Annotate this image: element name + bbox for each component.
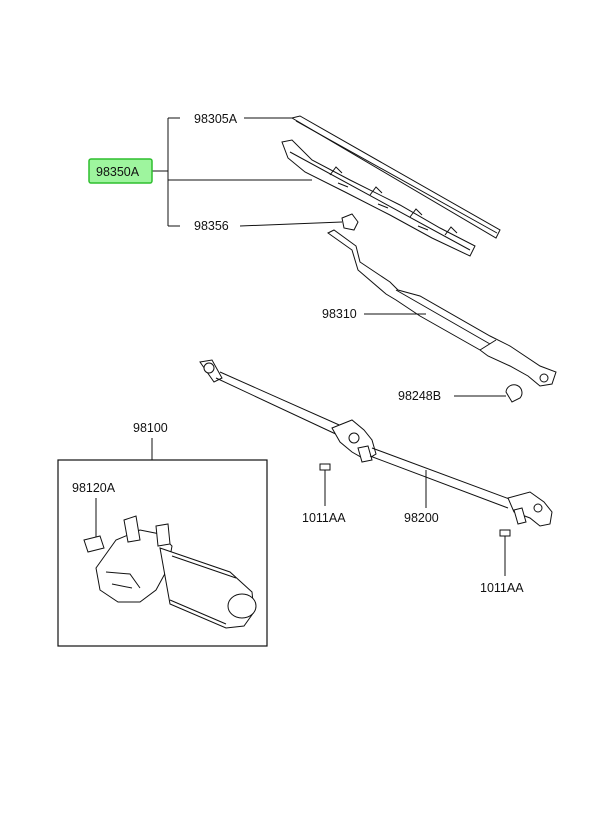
wiper-arm-part[interactable] xyxy=(327,229,557,387)
blade-clip-part[interactable] xyxy=(341,213,359,231)
blade-frame-part[interactable] xyxy=(281,139,476,257)
blade-assembly-highlight[interactable] xyxy=(88,158,153,184)
motor-assembly-callout: 98100 xyxy=(133,421,168,460)
pivot-cap-callout: 98248B xyxy=(398,389,506,403)
blade-clip-label[interactable]: 98356 xyxy=(194,219,229,233)
blade-clip-callout: 98356 xyxy=(194,219,343,233)
motor-assembly-label[interactable]: 98100 xyxy=(133,421,168,435)
wiper-arm-label[interactable]: 98310 xyxy=(322,307,357,321)
wiper-blade-group xyxy=(281,115,501,257)
pivot-cap-label[interactable]: 98248B xyxy=(398,389,441,403)
wiper-motor-part[interactable] xyxy=(95,515,257,629)
motor-connector-label[interactable]: 98120A xyxy=(72,481,116,495)
bolt-left-label[interactable]: 1011AA xyxy=(302,511,346,525)
linkage-label[interactable]: 98200 xyxy=(404,511,439,525)
bolt-left-callout: 1011AA xyxy=(302,478,346,525)
linkage-part[interactable] xyxy=(199,359,553,527)
motor-connector-callout: 98120A xyxy=(72,481,116,538)
blade-refill-callout: 98305A xyxy=(194,112,292,126)
bolt-right-label[interactable]: 1011AA xyxy=(480,581,524,595)
pivot-cap-part[interactable] xyxy=(505,384,523,403)
blade-refill-label[interactable]: 98305A xyxy=(194,112,238,126)
linkage-callout: 98200 xyxy=(404,470,439,525)
blade-assembly-label[interactable]: 98350A xyxy=(96,165,140,179)
wiper-arm-callout: 98310 xyxy=(322,307,426,321)
blade-refill-part[interactable] xyxy=(290,115,501,239)
bolt-right-callout: 1011AA xyxy=(480,544,524,595)
motor-assembly-box xyxy=(57,459,268,647)
blade-assembly-callout: 98350A xyxy=(88,117,312,227)
motor-connector-part[interactable] xyxy=(83,535,105,553)
bolt-left-part[interactable] xyxy=(319,463,331,478)
bolt-right-part[interactable] xyxy=(499,529,511,544)
